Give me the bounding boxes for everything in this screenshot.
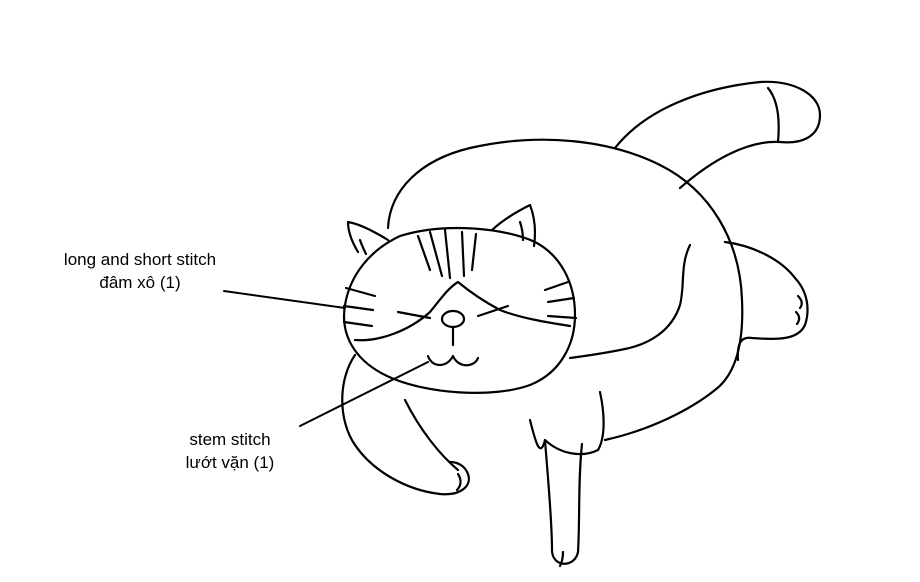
cat-back-leg [725,242,808,360]
right-eye [478,306,508,316]
cat-body [388,140,742,440]
left-ear [348,222,388,252]
label-long-and-short-stitch: long and short stitch đâm xô (1) [40,248,240,294]
cat-head [344,205,576,393]
mouth [428,327,478,365]
label-en: stem stitch [189,430,271,449]
cat-tail [615,82,820,188]
leader-line-stem [300,362,428,426]
label-vi: lướt vặn (1) [185,453,275,472]
right-ear [492,205,535,246]
cat-front-legs [342,355,603,566]
left-eye [398,312,430,318]
label-en: long and short stitch [63,250,217,269]
leader-line-long-and-short [224,291,345,308]
label-vi: đâm xô (1) [99,273,181,292]
label-stem-stitch: stem stitch lướt vặn (1) [160,428,300,474]
nose [442,311,464,327]
